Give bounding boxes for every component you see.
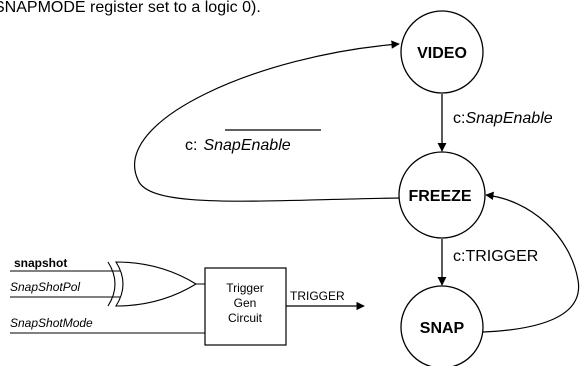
state-video-label: VIDEO — [417, 45, 467, 62]
header-text: SNAPMODE register set to a logic 0). — [0, 0, 261, 16]
state-freeze-label: FREEZE — [408, 188, 471, 205]
transition-snap-to-freeze-arrow — [482, 191, 580, 333]
trigger-output-label: TRIGGER — [290, 289, 345, 303]
block-label-line1: Trigger — [226, 281, 264, 295]
input-pol-label: SnapShotPol — [10, 280, 80, 294]
trigger-gen-block — [204, 267, 287, 346]
transition-freeze-to-snap-label: c:TRIGGER — [453, 248, 538, 265]
xor-body — [114, 261, 198, 307]
input-mode-label: SnapShotMode — [10, 316, 93, 330]
xor-extra-curve — [107, 261, 116, 307]
transition-freeze-to-video-arrow — [134, 40, 400, 202]
state-video-circle — [400, 10, 484, 94]
block-label-line2: Gen — [234, 296, 257, 310]
transition-freeze-to-video-label: c:SnapEnable — [185, 137, 291, 154]
xor-gate — [107, 261, 198, 307]
state-snap-label: SNAP — [420, 320, 465, 337]
transition-video-to-freeze-label: c:SnapEnable — [453, 110, 553, 127]
input-snapshot-label: snapshot — [14, 256, 67, 270]
state-freeze-circle — [398, 151, 486, 239]
block-label-line3: Circuit — [228, 311, 263, 325]
